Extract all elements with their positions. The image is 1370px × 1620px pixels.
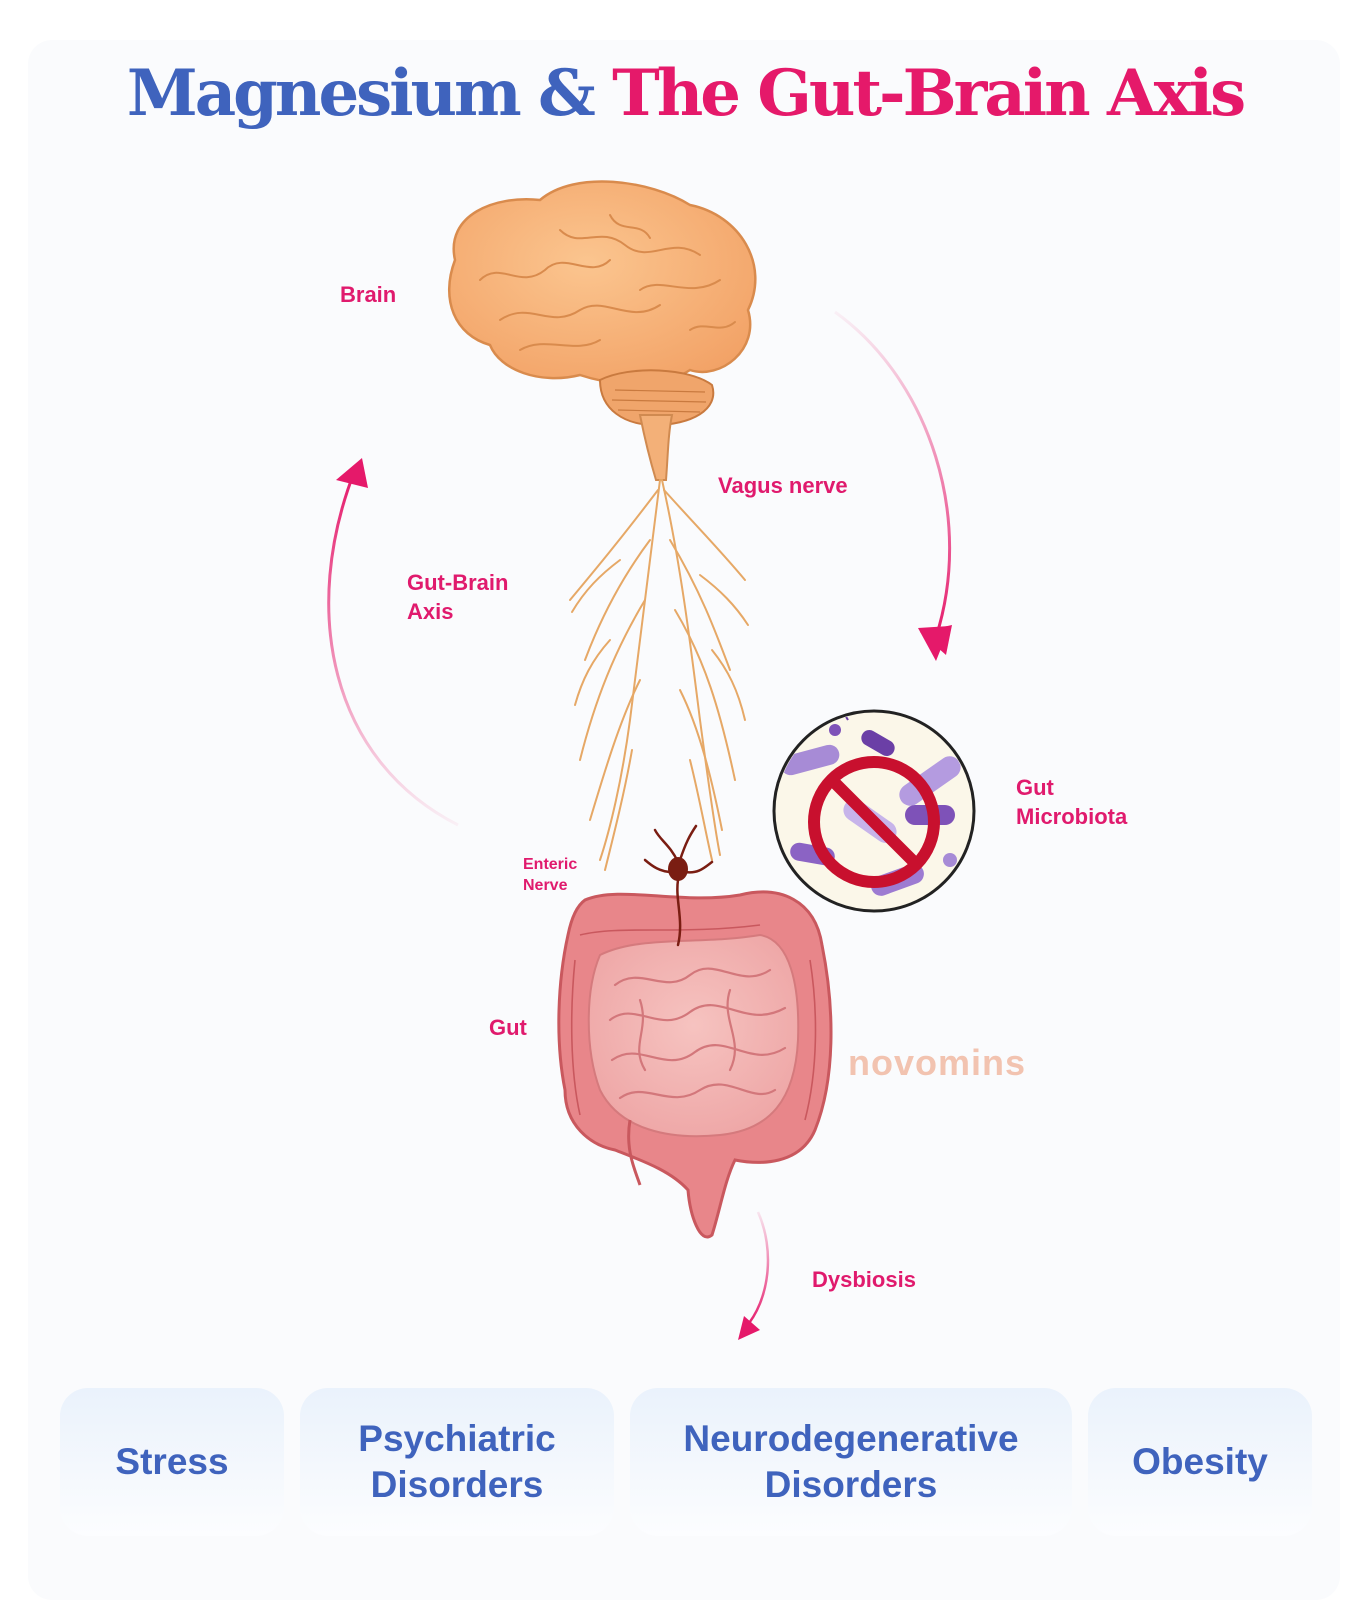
outcome-card-obesity: Obesity [1088, 1388, 1312, 1536]
gut-brain-axis-arrow-head [336, 458, 368, 488]
label-enteric-nerve: Enteric Nerve [523, 856, 578, 894]
vagus-arrow [834, 310, 952, 641]
title-part-gut-brain: The Gut-Brain Axis [612, 56, 1246, 131]
label-vagus-nerve: Vagus nerve [718, 473, 848, 498]
microbiota-circle [772, 709, 976, 913]
nerve-illustration [569, 479, 749, 871]
dysbiosis-arrow [744, 1211, 770, 1329]
brain-illustration [447, 180, 757, 481]
label-dysbiosis: Dysbiosis [812, 1267, 916, 1292]
title-part-magnesium: Magnesium & [126, 56, 596, 131]
gut-brain-axis-arrow [327, 469, 459, 827]
prohibition-icon [808, 756, 940, 888]
intestine-illustration [557, 824, 833, 1239]
dysbiosis-arrow-head [738, 1316, 760, 1340]
label-gut: Gut [489, 1015, 527, 1040]
label-brain: Brain [340, 282, 397, 307]
page-title: Magnesium & The Gut-Brain Axis [0, 62, 1370, 126]
label-gut-microbiota: Gut Microbiota [1016, 775, 1128, 829]
outcome-card-stress: Stress [60, 1388, 284, 1536]
label-gut-brain-axis: Gut-Brain Axis [407, 570, 509, 624]
brand-watermark: novomins [848, 1042, 1027, 1083]
